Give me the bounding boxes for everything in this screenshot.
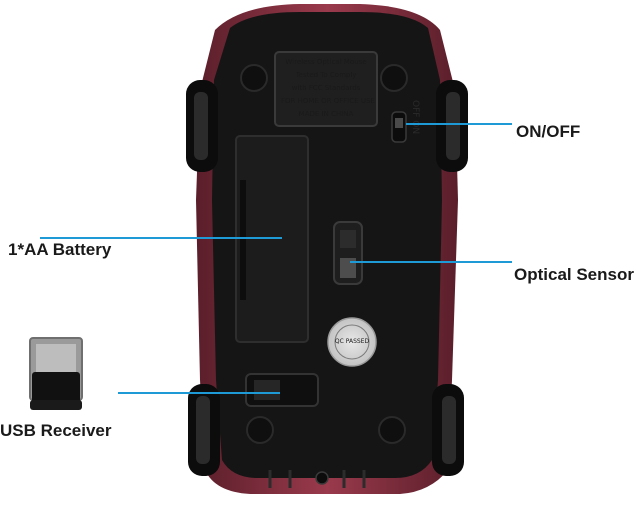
sticker-line-1: Wireless Optical Mouse [285, 58, 367, 66]
battery-callout-line [40, 237, 282, 239]
usb-receiver-label: USB Receiver [0, 421, 112, 440]
qc-sticker-text: QC PASSED [334, 338, 370, 345]
on-off-label: ON/OFF [516, 122, 581, 141]
sticker-line-2: Tested To Comply [295, 71, 357, 79]
on-off-callout-line [406, 123, 512, 125]
optical-sensor-label: Optical Sensor [514, 265, 634, 284]
sticker-line-5: MADE IN CHINA [298, 110, 354, 118]
switch-text: OFF ON [410, 100, 420, 135]
sensor-callout-line [350, 261, 512, 263]
sticker-line-4: FOR HOME OR OFFICE USE [281, 97, 375, 105]
usb-receiver-image [29, 337, 83, 410]
battery-label: 1*AA Battery [8, 240, 112, 259]
battery-compartment [235, 135, 309, 343]
sticker-line-3: with FCC Standards [291, 84, 361, 92]
mouse-base [212, 12, 442, 478]
receiver-callout-line [118, 392, 280, 394]
label-sticker [274, 51, 378, 127]
